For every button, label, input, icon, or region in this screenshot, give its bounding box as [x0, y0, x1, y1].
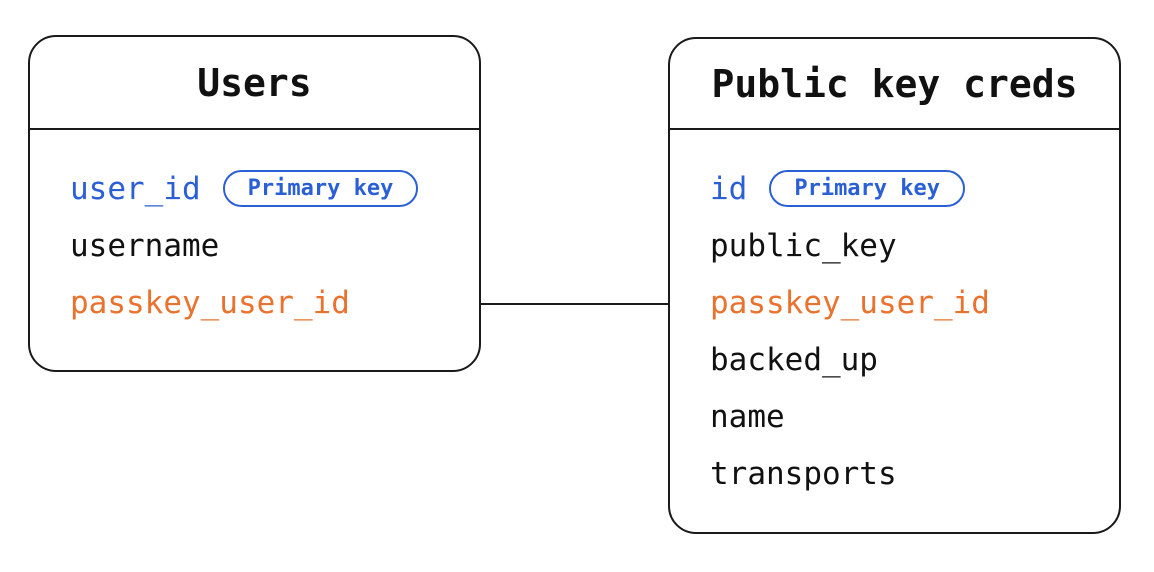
primary-key-badge: Primary key — [769, 170, 966, 207]
field-name-passkey-user-id: passkey_user_id — [710, 284, 990, 321]
table-users-title: Users — [197, 60, 312, 105]
table-users-header: Users — [30, 37, 479, 130]
field-row-username: username — [70, 217, 455, 274]
field-row-passkey-user-id: passkey_user_id — [70, 274, 455, 331]
table-users: Users user_id Primary key username passk… — [28, 35, 481, 372]
table-users-fields: user_id Primary key username passkey_use… — [30, 130, 479, 331]
field-name-username: username — [70, 227, 220, 264]
field-name-user-id: user_id — [70, 170, 201, 207]
field-name-public-key: public_key — [710, 227, 897, 264]
field-name-name: name — [710, 398, 785, 435]
field-name-id: id — [710, 170, 748, 207]
field-row-user-id: user_id Primary key — [70, 160, 455, 217]
field-row-id: id Primary key — [710, 160, 1095, 217]
primary-key-badge: Primary key — [222, 170, 419, 207]
table-public-key-creds-header: Public key creds — [670, 39, 1119, 130]
field-name-transports: transports — [710, 455, 897, 492]
table-public-key-creds-title: Public key creds — [711, 61, 1078, 106]
relationship-line — [480, 303, 670, 305]
field-row-transports: transports — [710, 445, 1095, 502]
field-row-backed-up: backed_up — [710, 331, 1095, 388]
field-name-backed-up: backed_up — [710, 341, 878, 378]
field-row-public-key: public_key — [710, 217, 1095, 274]
table-public-key-creds: Public key creds id Primary key public_k… — [668, 37, 1121, 534]
field-name-passkey-user-id: passkey_user_id — [70, 284, 350, 321]
field-row-name: name — [710, 388, 1095, 445]
table-public-key-creds-fields: id Primary key public_key passkey_user_i… — [670, 130, 1119, 502]
field-row-passkey-user-id: passkey_user_id — [710, 274, 1095, 331]
